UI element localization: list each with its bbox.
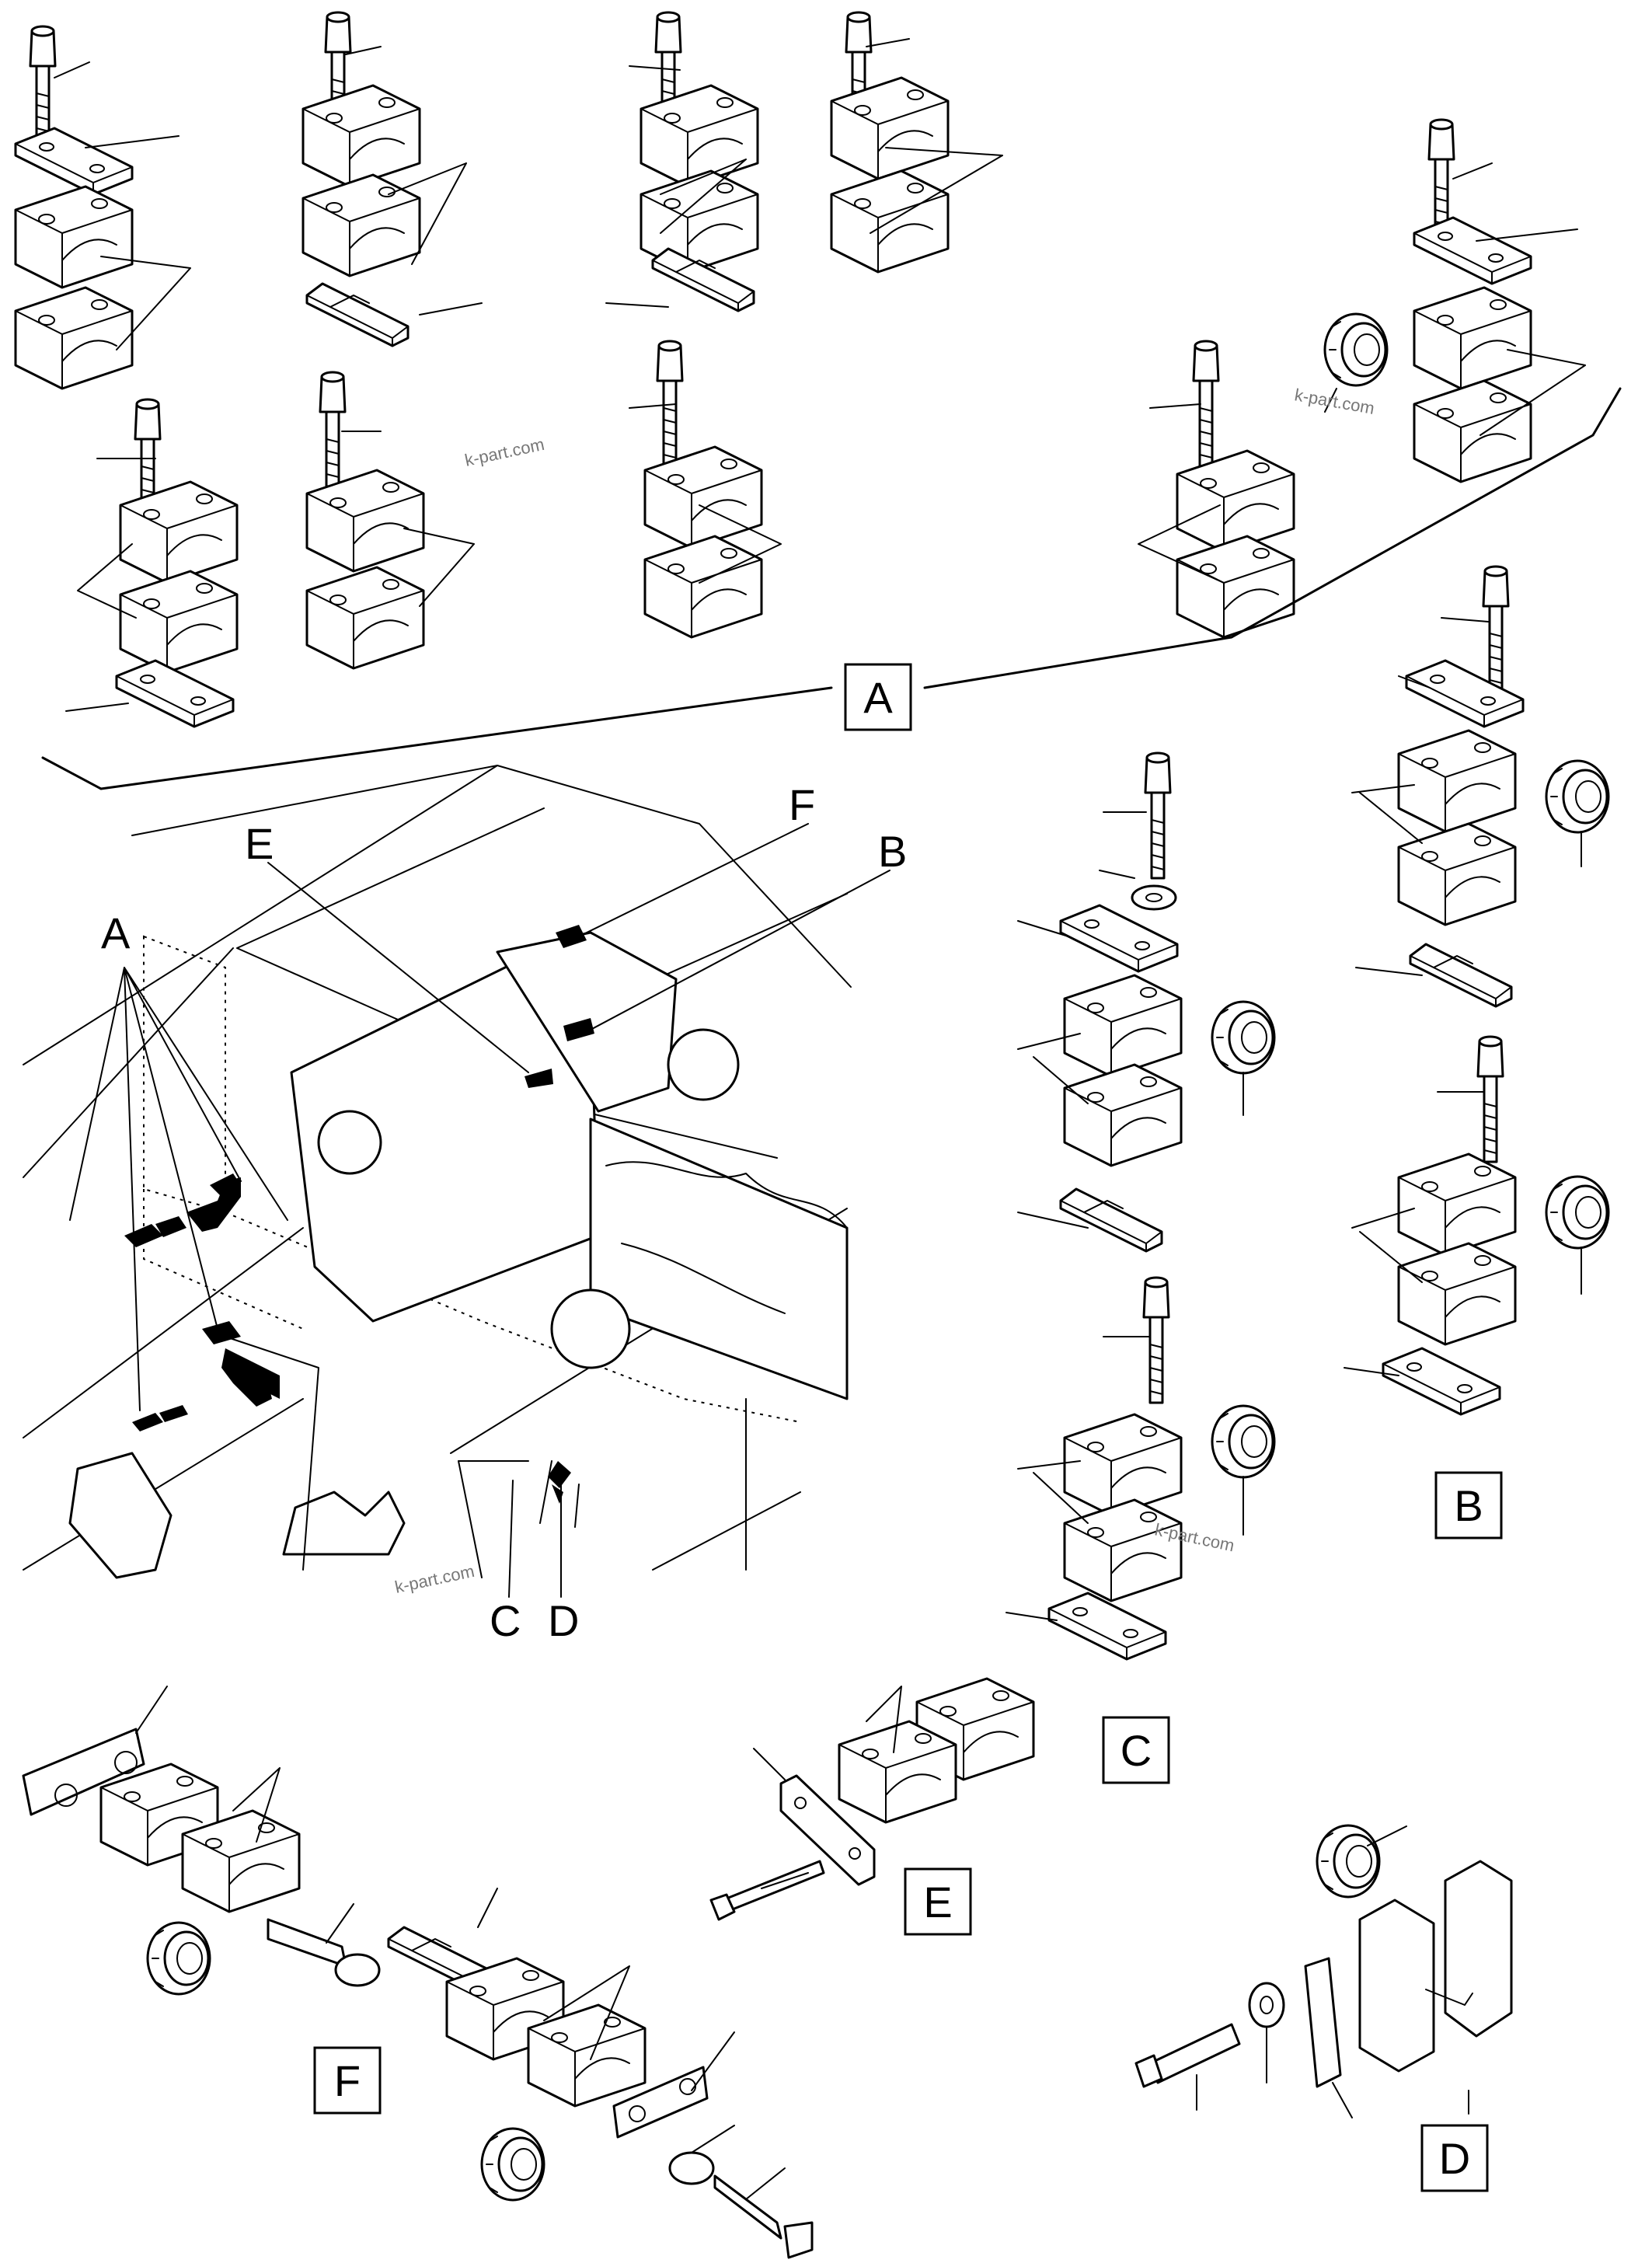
svg-text:A: A: [863, 673, 893, 722]
svg-text:F: F: [334, 2056, 361, 2105]
engine-callouts: A E F B C D: [69, 780, 907, 1645]
label-box-d: D: [1420, 2124, 1489, 2192]
group-f-parts: [22, 1686, 814, 2259]
label-box-a: A: [844, 663, 912, 731]
label-box-f: F: [313, 2046, 382, 2115]
group-a-parts: [14, 11, 1622, 790]
label-box-e: E: [904, 1867, 972, 1936]
svg-text:C: C: [490, 1596, 521, 1645]
engine-assembly-view: [23, 765, 852, 1579]
svg-text:D: D: [1439, 2134, 1470, 2183]
svg-text:D: D: [548, 1596, 579, 1645]
group-b-parts: [1344, 565, 1610, 1416]
group-d-parts: [1134, 1824, 1513, 2118]
svg-text:E: E: [923, 1878, 952, 1927]
watermark: k-part.com: [393, 1561, 476, 1597]
label-box-b: B: [1434, 1471, 1503, 1539]
watermark: k-part.com: [1293, 385, 1376, 418]
svg-text:E: E: [245, 819, 274, 868]
svg-text:C: C: [1121, 1726, 1152, 1775]
svg-text:B: B: [1454, 1481, 1483, 1530]
group-e-parts: [709, 1677, 1035, 1921]
svg-text:A: A: [101, 908, 131, 957]
group-c-parts: [1005, 751, 1276, 1661]
svg-text:F: F: [789, 780, 815, 829]
watermark: k-part.com: [463, 434, 546, 470]
svg-text:B: B: [878, 827, 907, 876]
label-box-c: C: [1102, 1716, 1170, 1784]
